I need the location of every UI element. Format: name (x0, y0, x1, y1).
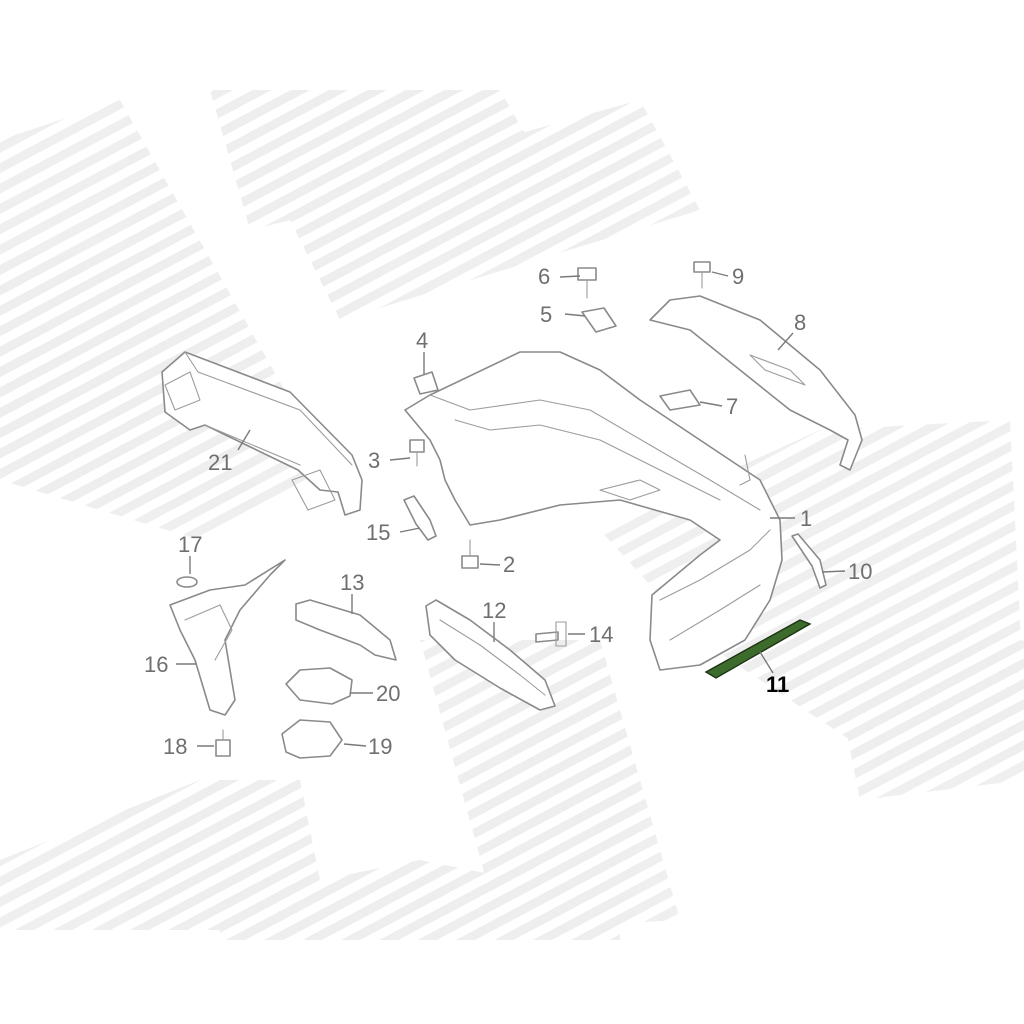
callout-11[interactable]: 11 (766, 672, 789, 697)
callout-14[interactable]: 14 (589, 622, 613, 647)
callout-3[interactable]: 3 (368, 448, 380, 473)
callout-8[interactable]: 8 (794, 310, 806, 335)
leader-lines (176, 271, 846, 747)
part-14-bolt[interactable] (535, 621, 567, 647)
callout-6[interactable]: 6 (538, 264, 550, 289)
part-2-screw[interactable] (461, 539, 479, 569)
part-5-plate[interactable] (581, 307, 617, 333)
part-6-screw[interactable] (577, 267, 597, 299)
callout-7[interactable]: 7 (726, 394, 738, 419)
callout-2[interactable]: 2 (503, 552, 515, 577)
part-3-screw[interactable] (409, 439, 425, 467)
callout-20[interactable]: 20 (376, 681, 400, 706)
part-15-bracket[interactable] (403, 495, 437, 541)
callout-10[interactable]: 10 (848, 559, 872, 584)
part-20-bracket[interactable] (285, 667, 353, 705)
part-9-clip[interactable] (693, 261, 711, 289)
part-4-clip[interactable] (413, 371, 439, 395)
callout-17[interactable]: 17 (178, 532, 202, 557)
callout-1[interactable]: 1 (800, 506, 812, 531)
callout-5[interactable]: 5 (540, 302, 552, 327)
part-12-absorber[interactable] (425, 599, 556, 711)
part-11-trim-strip[interactable] (704, 619, 812, 679)
part-19-holder[interactable] (281, 719, 343, 759)
callout-18[interactable]: 18 (163, 734, 187, 759)
callout-16[interactable]: 16 (144, 652, 168, 677)
callout-4[interactable]: 4 (416, 328, 428, 353)
callout-12[interactable]: 12 (482, 598, 506, 623)
callout-21[interactable]: 21 (208, 450, 232, 475)
callout-9[interactable]: 9 (732, 264, 744, 289)
part-7-bracket[interactable] (659, 389, 701, 411)
part-16-side-bracket[interactable] (169, 559, 286, 716)
part-18-clip[interactable] (215, 729, 231, 757)
part-17-washer[interactable] (176, 576, 198, 588)
part-8-diffuser[interactable] (649, 295, 863, 471)
part-10-strip[interactable] (791, 533, 827, 589)
callout-13[interactable]: 13 (340, 570, 364, 595)
callout-19[interactable]: 19 (368, 734, 392, 759)
part-1-bumper-cover[interactable] (404, 351, 783, 671)
callout-15[interactable]: 15 (366, 520, 390, 545)
part-13-bracket[interactable] (295, 599, 397, 661)
part-21-reinforcement-bar[interactable] (161, 351, 363, 516)
callout-labels: 1 2 3 4 5 6 7 8 9 10 11 12 13 14 15 16 1… (144, 264, 872, 759)
